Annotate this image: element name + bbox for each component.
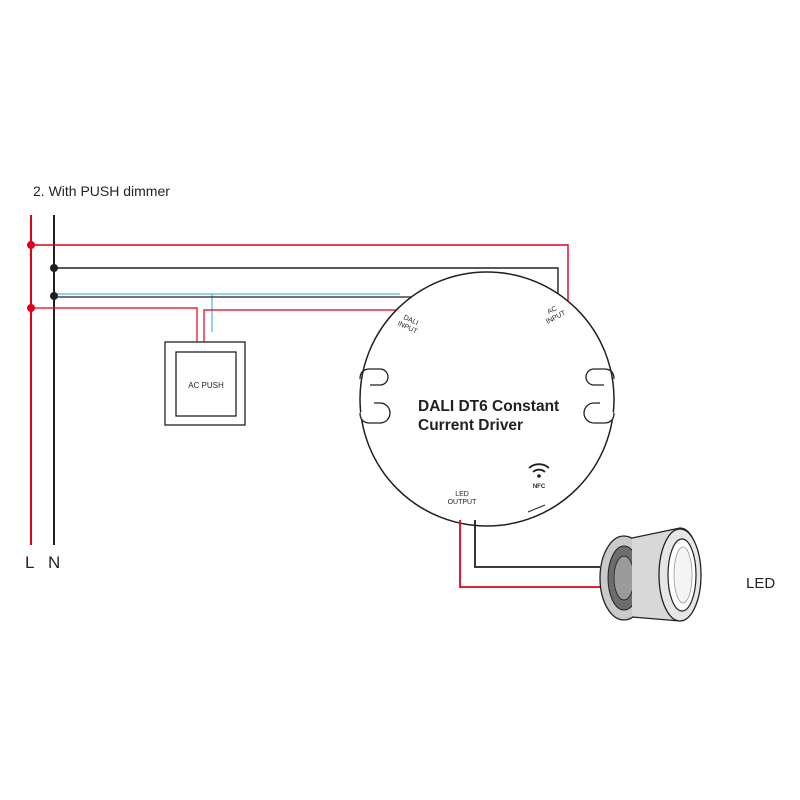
- right-mount-lug: [585, 368, 615, 386]
- dali-wire-a: [54, 293, 213, 332]
- ac-push-label: AC PUSH: [188, 381, 224, 390]
- led-output-label-2: OUTPUT: [448, 499, 478, 506]
- led-output-label-1: LED: [455, 491, 469, 498]
- nfc-icon: NFC: [528, 463, 550, 490]
- live-to-ac-input-wire: [31, 244, 569, 312]
- live-to-push-wire: [31, 307, 198, 332]
- dali-dt6-driver: DALI DT6 Constant Current Driver DALI IN…: [359, 271, 615, 527]
- left-mount-lug: [359, 368, 389, 386]
- led-lamp: [599, 527, 702, 622]
- live-label: L: [25, 553, 34, 572]
- led-positive-wire: [459, 520, 600, 588]
- junction-dot: [27, 304, 35, 312]
- push-to-dali-wire: [203, 309, 406, 332]
- junction-dot: [27, 241, 35, 249]
- junction-dot: [50, 264, 58, 272]
- neutral-label: N: [48, 553, 60, 572]
- ac-input-label-1: AC: [546, 305, 558, 316]
- diagram-title: 2. With PUSH dimmer: [33, 183, 170, 199]
- led-negative-wire: [474, 520, 600, 568]
- driver-body: [359, 271, 615, 527]
- nfc-label: NFC: [533, 484, 546, 490]
- driver-title-line2: Current Driver: [418, 417, 523, 434]
- driver-title-line1: DALI DT6 Constant: [418, 398, 559, 415]
- ac-push-dimmer: AC PUSH: [164, 341, 246, 426]
- junction-dot: [50, 292, 58, 300]
- led-label: LED: [746, 575, 775, 592]
